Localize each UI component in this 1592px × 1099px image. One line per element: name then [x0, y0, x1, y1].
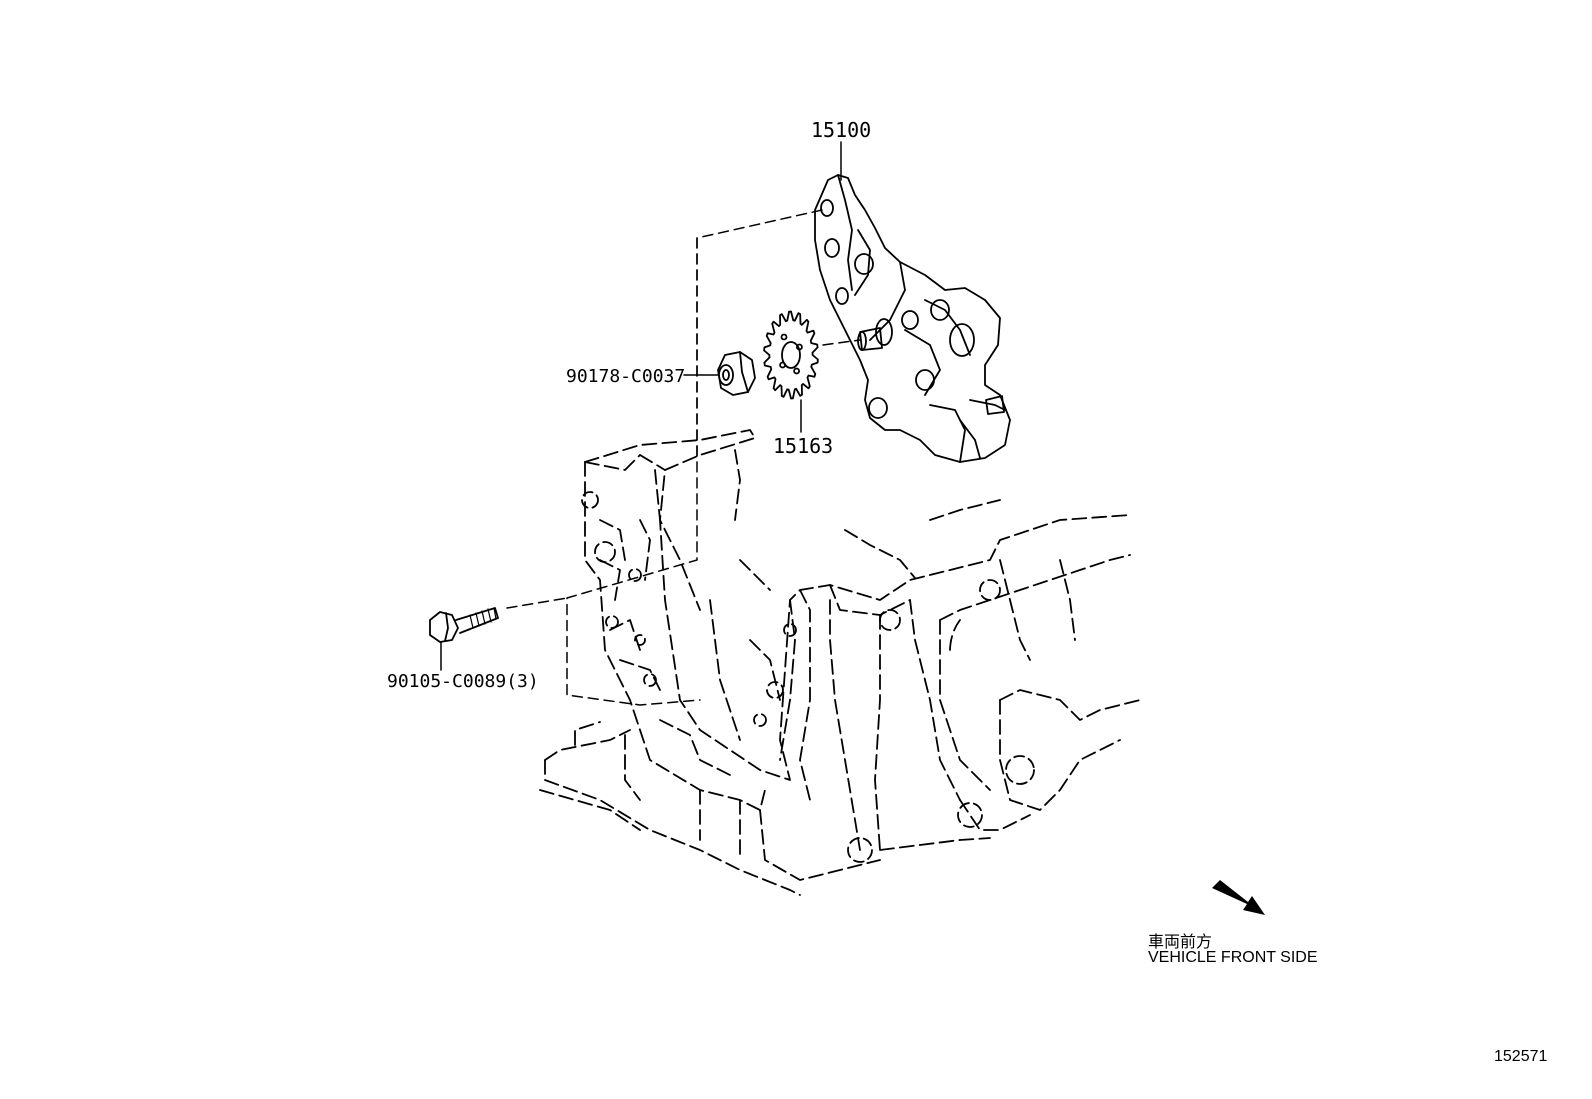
direction-note-english: VEHICLE FRONT SIDE	[1148, 949, 1318, 966]
assembly-guide-lines	[506, 209, 861, 706]
label-sprocket: 15163	[773, 434, 834, 458]
label-oil-pump: 15100	[811, 118, 872, 142]
direction-note-japanese: 車両前方	[1148, 934, 1213, 951]
engine-block-outline	[539, 429, 1141, 896]
vehicle-front-arrow-icon	[1212, 880, 1265, 915]
label-nut: 90178-C0037	[566, 366, 686, 387]
leader-lines	[440, 141, 842, 671]
sprocket-15163	[763, 310, 819, 400]
nut-90178-C0037	[717, 351, 756, 396]
engine-block-holes	[581, 491, 1035, 863]
label-bolt: 90105-C0089(3)	[387, 671, 539, 692]
oil-pump-15100	[814, 174, 1011, 463]
illustration-number: 152571	[1494, 1048, 1548, 1065]
bolt-90105-C0089	[429, 607, 499, 643]
